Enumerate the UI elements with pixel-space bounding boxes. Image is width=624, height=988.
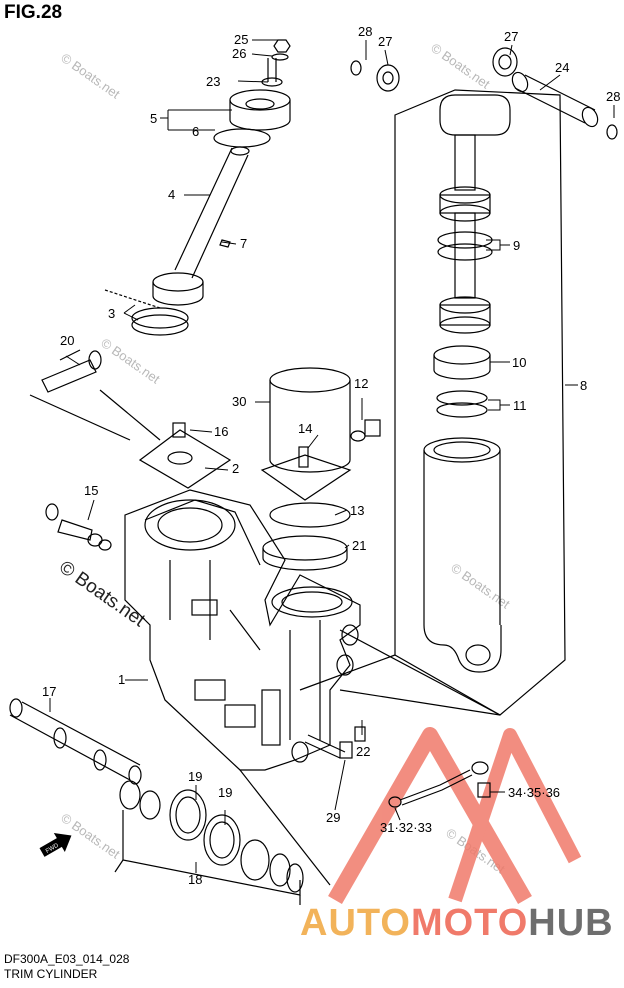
figure-title: FIG.28: [4, 2, 63, 23]
callout-label: 2: [232, 461, 239, 476]
callout-label: 30: [232, 394, 246, 409]
automotohub-logo: AUTOMOTOHUB: [300, 902, 614, 945]
fwd-arrow-icon: FWD: [39, 832, 72, 857]
callout-label: 8: [580, 378, 587, 393]
brand-part-hub: HUB: [528, 902, 614, 944]
cylinder-rod-eye: [439, 94, 511, 136]
callout-label: 34·35·36: [508, 785, 560, 800]
automotohub-triangle-logo: [328, 727, 582, 904]
callout-label: 25: [234, 32, 248, 47]
callout-label: 9: [513, 238, 520, 253]
callout-label: 29: [326, 810, 340, 825]
callout-label: 3: [108, 306, 115, 321]
brand-part-auto: AUTO: [300, 902, 411, 944]
diagram-code: DF300A_E03_014_028: [4, 952, 130, 966]
callout-label: 15: [84, 483, 98, 498]
callout-label: 12: [354, 376, 368, 391]
callout-label: 11: [513, 398, 527, 413]
callout-label: 28: [358, 24, 372, 39]
callout-label: 7: [240, 236, 247, 251]
callout-label: 26: [232, 46, 246, 61]
callout-label: 19: [188, 769, 202, 784]
callout-label: 22: [356, 744, 370, 759]
watermark-main: © Boats.net: [55, 557, 149, 632]
callout-label: 16: [214, 424, 228, 439]
callout-label: 23: [206, 74, 220, 89]
brand-part-moto: MOTO: [410, 902, 529, 944]
callout-label: 27: [504, 29, 518, 44]
diagram-name: TRIM CYLINDER: [4, 967, 98, 981]
callout-label: 14: [298, 421, 312, 436]
callout-label: 24: [555, 60, 569, 75]
watermark: © Boats.net: [448, 560, 513, 612]
callout-label: 19: [218, 785, 232, 800]
callout-label: 13: [350, 503, 364, 518]
trim-bracket-body: [124, 489, 361, 771]
callout-label: 18: [188, 872, 202, 887]
callout-label: 21: [352, 538, 366, 553]
callout-label: 10: [512, 355, 526, 370]
callout-label: 5: [150, 111, 157, 126]
callout-label: 1: [118, 672, 125, 687]
callout-label: 17: [42, 684, 56, 699]
callout-label: 20: [60, 333, 74, 348]
watermark: © Boats.net: [98, 335, 163, 387]
callout-label: 6: [192, 124, 199, 139]
callout-label: 4: [168, 187, 175, 202]
watermark: © Boats.net: [428, 40, 493, 92]
callout-label: 28: [606, 89, 620, 104]
callout-label: 31·32·33: [380, 820, 432, 835]
callout-label: 27: [378, 34, 392, 49]
watermark: © Boats.net: [58, 50, 123, 102]
